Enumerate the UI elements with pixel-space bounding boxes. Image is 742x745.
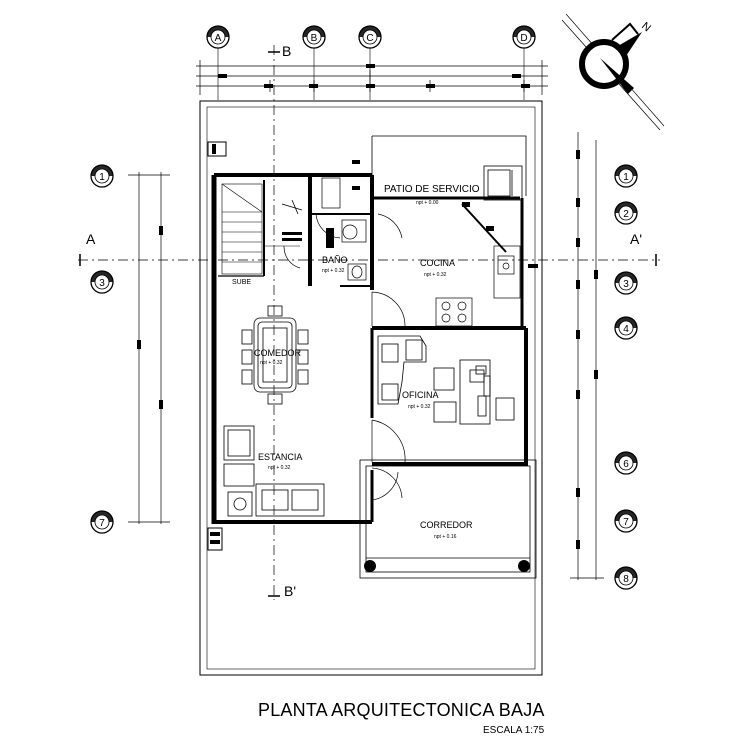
drawing-title: PLANTA ARQUITECTONICA BAJA bbox=[258, 700, 545, 720]
room-bano-level: npt + 0.32 bbox=[322, 268, 345, 274]
room-oficina-name: OFICINA bbox=[402, 390, 439, 400]
axis-label-C: C bbox=[366, 33, 373, 44]
axis-right-7: 7 bbox=[623, 517, 629, 528]
section-a-left: A bbox=[86, 231, 96, 247]
axis-left-7: 7 bbox=[99, 518, 105, 529]
room-cocina-name: COCINA bbox=[420, 258, 455, 268]
room-comedor-name: COMEDOR bbox=[254, 348, 302, 358]
north-letter: N bbox=[639, 20, 653, 34]
section-b-top: B bbox=[282, 43, 291, 59]
drawing-scale: ESCALA 1:75 bbox=[483, 725, 545, 736]
axis-left-3: 3 bbox=[99, 278, 105, 289]
north-arrow-icon bbox=[561, 13, 665, 131]
section-a-right: A' bbox=[630, 231, 642, 247]
room-oficina-level: npt + 0.32 bbox=[408, 404, 431, 410]
axis-right-4: 4 bbox=[623, 324, 629, 335]
room-estancia-name: ESTANCIA bbox=[258, 452, 302, 462]
axis-right-1: 1 bbox=[623, 172, 629, 183]
room-patio-name: PATIO DE SERVICIO bbox=[384, 184, 480, 195]
axis-right-2: 2 bbox=[623, 209, 629, 220]
room-corredor-level: npt + 0.16 bbox=[434, 534, 457, 540]
axis-label-A: A bbox=[215, 33, 222, 44]
room-comedor-level: npt + 0.32 bbox=[260, 360, 283, 366]
section-b-bottom: B' bbox=[284, 583, 296, 599]
axis-label-B: B bbox=[311, 33, 318, 44]
stair-label: SUBE bbox=[232, 279, 251, 286]
room-bano-name: BAÑO bbox=[322, 255, 348, 265]
room-patio-level: npt + 0.00 bbox=[416, 200, 439, 206]
room-estancia-level: npt + 0.32 bbox=[268, 465, 291, 471]
axis-right-8: 8 bbox=[623, 574, 629, 585]
room-cocina-level: npt + 0.32 bbox=[424, 272, 447, 278]
room-corredor-name: CORREDOR bbox=[420, 520, 473, 530]
axis-right-3: 3 bbox=[623, 279, 629, 290]
axis-label-D: D bbox=[520, 33, 527, 44]
axis-right-6: 6 bbox=[623, 459, 629, 470]
axis-left-1: 1 bbox=[99, 172, 105, 183]
